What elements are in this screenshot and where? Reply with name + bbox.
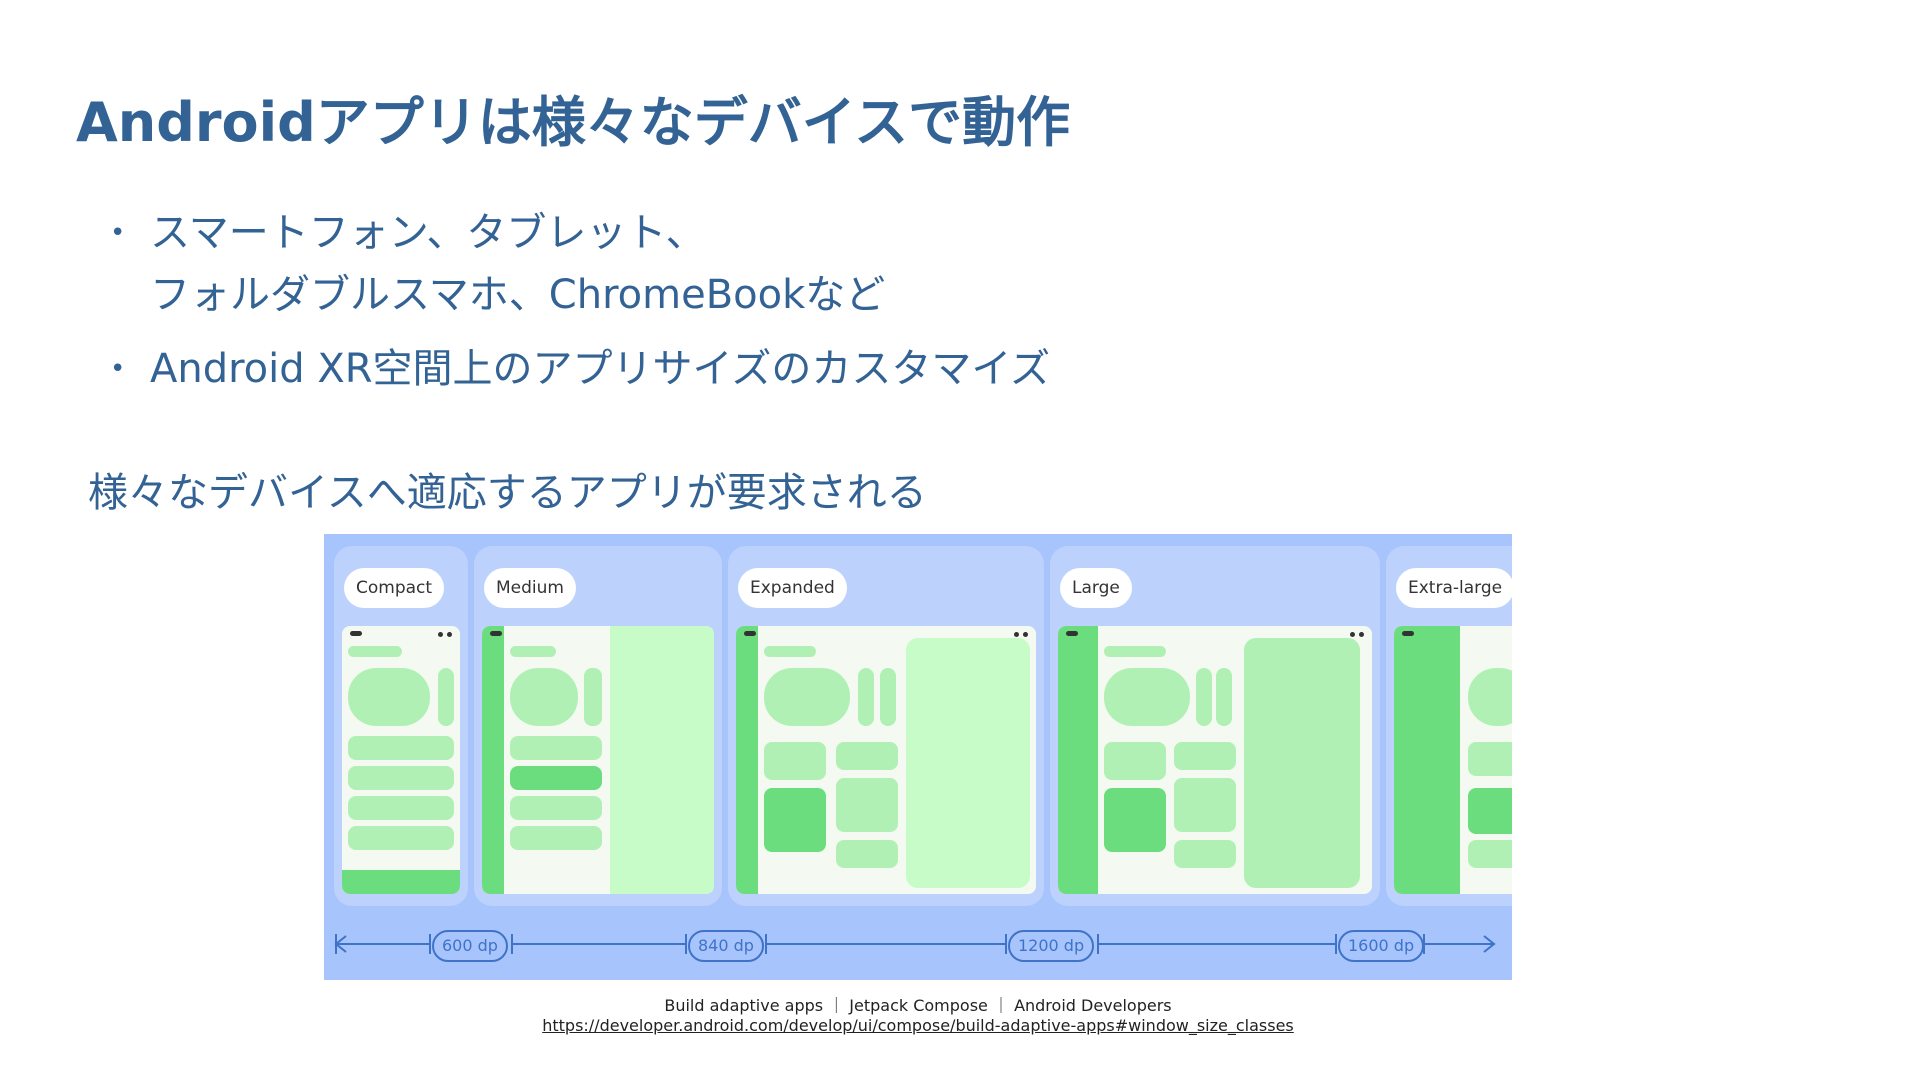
bullet-item-devices: スマートフォン、タブレット、 フォルダブルスマホ、ChromeBookなど	[110, 202, 1050, 326]
phone-screen-mock	[342, 626, 460, 894]
tablet-screen-mock	[482, 626, 714, 894]
subheading: 様々なデバイスへ適応するアプリが要求される	[88, 470, 927, 516]
panel-compact: Compact	[334, 546, 468, 906]
breakpoint-label-1600: 1600 dp	[1338, 930, 1425, 962]
expanded-screen-mock	[736, 626, 1036, 894]
panel-medium: Medium	[474, 546, 722, 906]
extra-large-screen-mock	[1394, 626, 1512, 894]
breakpoint-label-600: 600 dp	[432, 930, 508, 962]
bullet-item-xr: Android XR空間上のアプリサイズのカスタマイズ	[110, 338, 1050, 400]
size-class-label-compact: Compact	[344, 568, 445, 608]
breakpoint-label-1200: 1200 dp	[1008, 930, 1095, 962]
figure-source-caption: Build adaptive apps ｜ Jetpack Compose ｜ …	[664, 996, 1172, 1015]
size-class-label-expanded: Expanded	[738, 568, 847, 608]
slide-title: Androidアプリは様々なデバイスで動作	[76, 91, 1071, 154]
bullet-line: フォルダブルスマホ、ChromeBookなど	[150, 272, 886, 318]
size-class-label-medium: Medium	[484, 568, 576, 608]
size-class-label-large: Large	[1060, 568, 1132, 608]
bullet-line: スマートフォン、タブレット、	[150, 210, 706, 256]
window-size-classes-figure: Compact Medium Expa	[324, 534, 1512, 980]
panel-expanded: Expanded	[728, 546, 1044, 906]
large-screen-mock	[1058, 626, 1372, 894]
size-class-label-extra-large: Extra-large	[1396, 568, 1512, 608]
bullet-list: スマートフォン、タブレット、 フォルダブルスマホ、ChromeBookなど An…	[110, 202, 1050, 412]
panel-extra-large: Extra-large	[1386, 546, 1512, 906]
bullet-line: Android XR空間上のアプリサイズのカスタマイズ	[150, 346, 1051, 392]
breakpoint-axis	[334, 934, 1496, 954]
figure-source-link[interactable]: https://developer.android.com/develop/ui…	[542, 1016, 1294, 1035]
breakpoint-label-840: 840 dp	[688, 930, 764, 962]
panel-large: Large	[1050, 546, 1380, 906]
